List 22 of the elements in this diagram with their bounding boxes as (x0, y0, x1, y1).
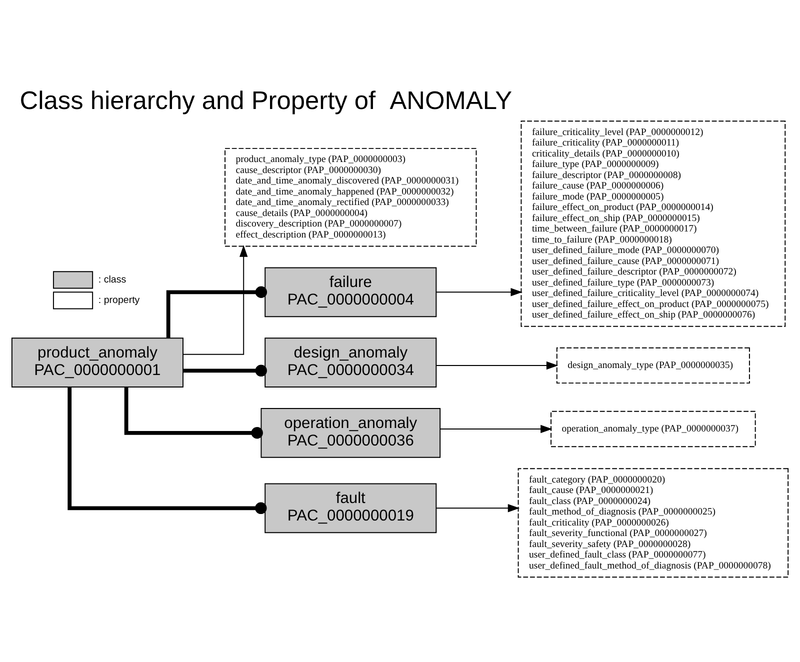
arrow (182, 245, 248, 355)
legend-label: : class (98, 274, 126, 286)
connector (68, 387, 267, 514)
node-box: product_anomaly_type (PAP_0000000003) cause_descriptor (PAP_0000000030) date_and_time_anomaly_discovered (PAP_0000000031) date_and_time_anomaly_happened (PAP_0000000032) date_and_time_anomaly_rectified (PAP_0000000033) cause_details (PAP_0000000004) discovery_description (PAP_0000000007) effect_description (PAP_0000000013) (224, 148, 477, 247)
node-box: fault_category (PAP_0000000020) fault_cause (PAP_0000000021) fault_class (PAP_0000000024) fault_method_of_diagnosis (PAP_0000000025) fault_criticality (PAP_0000000026) fault_severity_functional (PAP_0000000027) fault_severity_safety (PAP_0000000028) user_defined_fault_class (PAP_0000000077) user_defined_fault_method_of_diagnosis (PAP_0000000078) (518, 468, 789, 578)
node-box: operation_anomaly_type (PAP_0000000037) (550, 410, 756, 448)
diagram-title: Class hierarchy and Property of ANOMALY (20, 87, 512, 116)
node-box: fault PAC_0000000019 (264, 483, 437, 534)
node-box: design_anomaly PAC_0000000034 (264, 338, 437, 388)
node-box: product_anomaly PAC_0000000001 (11, 338, 184, 388)
node-box: failure PAC_0000000004 (264, 267, 437, 318)
connector (124, 387, 263, 439)
connector (166, 286, 268, 338)
node-box: design_anomaly_type (PAP_0000000035) (556, 347, 750, 384)
node-box: operation_anomaly PAC_0000000036 (260, 408, 441, 458)
legend-label: : property (98, 294, 140, 306)
node-box: failure_criticality_level (PAP_0000000012) failure_criticality (PAP_0000000011) criticality_details (PAP_0000000010) failure_type (PAP_0000000009) failure_descriptor (PAP_0000000008) failure_cause (PAP_0000000006) failure_mode (PAP_0000000005) failure_effect_on_product (PAP_0000000014) failure_effect_on_ship (PAP_0000000015) time_between_failure (PAP_0000000017) time_to_failure (PAP_0000000018) user_defined_failure_mode (PAP_0000000070) user_defined_failure_cause (PAP_0000000071) user_defined_failure_descriptor (PAP_0000000072) user_defined_failure_type (PAP_0000000073) user_defined_failure_criticality_level (PAP_0000000074) user_defined_failure_effect_on_product (PAP_0000000075) user_defined_failure_effect_on_ship (PAP_0000000076) (520, 120, 786, 327)
connector (183, 364, 267, 377)
arrow (436, 504, 520, 512)
arrow (440, 424, 552, 434)
arrow (436, 288, 522, 296)
arrow (436, 361, 558, 370)
